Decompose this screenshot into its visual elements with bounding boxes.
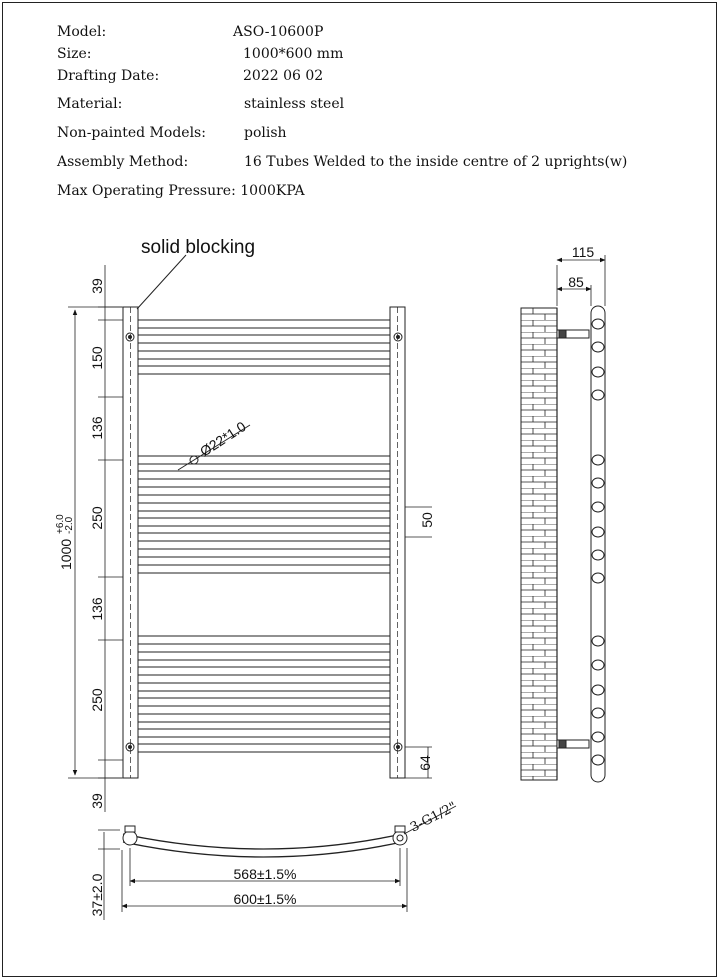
bracket-hole-bottom-left xyxy=(125,742,135,752)
solid-blocking-leader xyxy=(136,254,187,310)
finish-value: polish xyxy=(244,125,287,141)
tube-section xyxy=(591,572,605,584)
tube-section xyxy=(591,389,605,401)
tube-rail xyxy=(137,502,391,512)
tube-section xyxy=(591,659,605,671)
dim-gap-2: 136 xyxy=(89,597,105,621)
height-tol-plus: +6.0 xyxy=(55,514,66,534)
dim-upper-block-1: 150 xyxy=(89,346,105,370)
brick-wall xyxy=(520,307,558,781)
tube-rail xyxy=(137,365,391,375)
dim-bottom-margin: 39 xyxy=(89,793,105,809)
tube-rail xyxy=(137,666,391,676)
dim-middle-block: 250 xyxy=(89,506,105,530)
tube-section xyxy=(591,454,605,466)
dim-lower-block: 250 xyxy=(89,688,105,712)
size-label: Size: xyxy=(57,46,92,62)
tube-rail xyxy=(137,728,391,738)
tube-rail xyxy=(137,651,391,661)
bracket-hole-bottom-right xyxy=(393,742,403,752)
tube-section-icon xyxy=(189,455,199,465)
material-label: Material: xyxy=(57,96,123,112)
tube-rail xyxy=(137,455,391,465)
side-tube-sections xyxy=(591,318,605,766)
wall-bracket-bottom xyxy=(556,739,590,749)
tube-section xyxy=(591,549,605,561)
heating-tubes xyxy=(137,319,391,753)
tube-section xyxy=(591,684,605,696)
date-label: Drafting Date: xyxy=(57,68,160,84)
tube-rail xyxy=(137,470,391,480)
solid-blocking-label: solid blocking xyxy=(141,237,255,258)
tube-rail xyxy=(137,548,391,558)
valve-connection-icon xyxy=(396,834,404,842)
tube-rail xyxy=(137,532,391,542)
left-upright-section xyxy=(122,830,138,846)
tube-section xyxy=(591,731,605,743)
model-label: Model: xyxy=(57,24,107,40)
material-value: stainless steel xyxy=(244,96,345,112)
assembly-value: 16 Tubes Welded to the inside centre of … xyxy=(244,154,628,170)
bracket-hole-top-left xyxy=(125,332,135,342)
left-dimension-labels: 39 150 136 250 136 250 39 1000 +6.0 -2.0 xyxy=(55,278,105,809)
bracket-hole-top-right xyxy=(393,332,403,342)
tube-rail xyxy=(137,713,391,723)
total-depth-label: 115 xyxy=(572,244,595,260)
date-value: 2022 06 02 xyxy=(243,68,324,84)
tube-rail xyxy=(137,697,391,707)
bottom-centre-label: 64 xyxy=(417,755,433,771)
tube-rail xyxy=(137,319,391,329)
finish-label: Non-painted Models: xyxy=(57,125,206,141)
tube-rail xyxy=(137,564,391,574)
tube-diameter-leader xyxy=(177,424,251,471)
tube-section xyxy=(591,477,605,489)
height-tol-minus: -2.0 xyxy=(64,516,75,534)
tube-section xyxy=(591,318,605,330)
left-dimension-chain xyxy=(68,265,123,812)
tube-rail xyxy=(137,334,391,344)
pressure-spec: Max Operating Pressure: 1000KPA xyxy=(57,183,305,199)
tube-diameter-label: Ø22*1.0 xyxy=(197,418,249,460)
tube-rail xyxy=(137,350,391,360)
tube-rail xyxy=(137,682,391,692)
tube-section xyxy=(591,526,605,538)
side-view xyxy=(520,255,606,783)
tube-rail xyxy=(137,635,391,645)
tube-rail xyxy=(137,743,391,753)
overall-width-label: 600±1.5% xyxy=(234,891,297,907)
tube-section xyxy=(591,366,605,378)
tube-section xyxy=(591,635,605,647)
tube-spacing-label: 50 xyxy=(419,512,435,528)
tube-rail xyxy=(137,486,391,496)
assembly-label: Assembly Method: xyxy=(57,154,189,170)
tube-section xyxy=(591,341,605,353)
inner-depth-label: 85 xyxy=(568,274,584,290)
front-right-dims xyxy=(405,506,432,779)
overall-height-label: 1000 xyxy=(58,539,74,570)
dim-gap-1: 136 xyxy=(89,416,105,440)
dim-top-margin: 39 xyxy=(89,278,105,294)
wall-bracket-top xyxy=(556,329,590,339)
tube-section xyxy=(591,707,605,719)
plan-view xyxy=(98,805,457,920)
tube-section xyxy=(591,501,605,513)
tube-rail xyxy=(137,517,391,527)
connection-label: 3-G1/2" xyxy=(408,800,459,836)
curve-depth-label: 37±2.0 xyxy=(89,873,105,916)
tube-section xyxy=(591,754,605,766)
front-view xyxy=(122,306,406,779)
centres-width-label: 568±1.5% xyxy=(234,866,297,882)
size-value: 1000*600 mm xyxy=(243,46,344,62)
model-value: ASO-10600P xyxy=(233,24,324,40)
